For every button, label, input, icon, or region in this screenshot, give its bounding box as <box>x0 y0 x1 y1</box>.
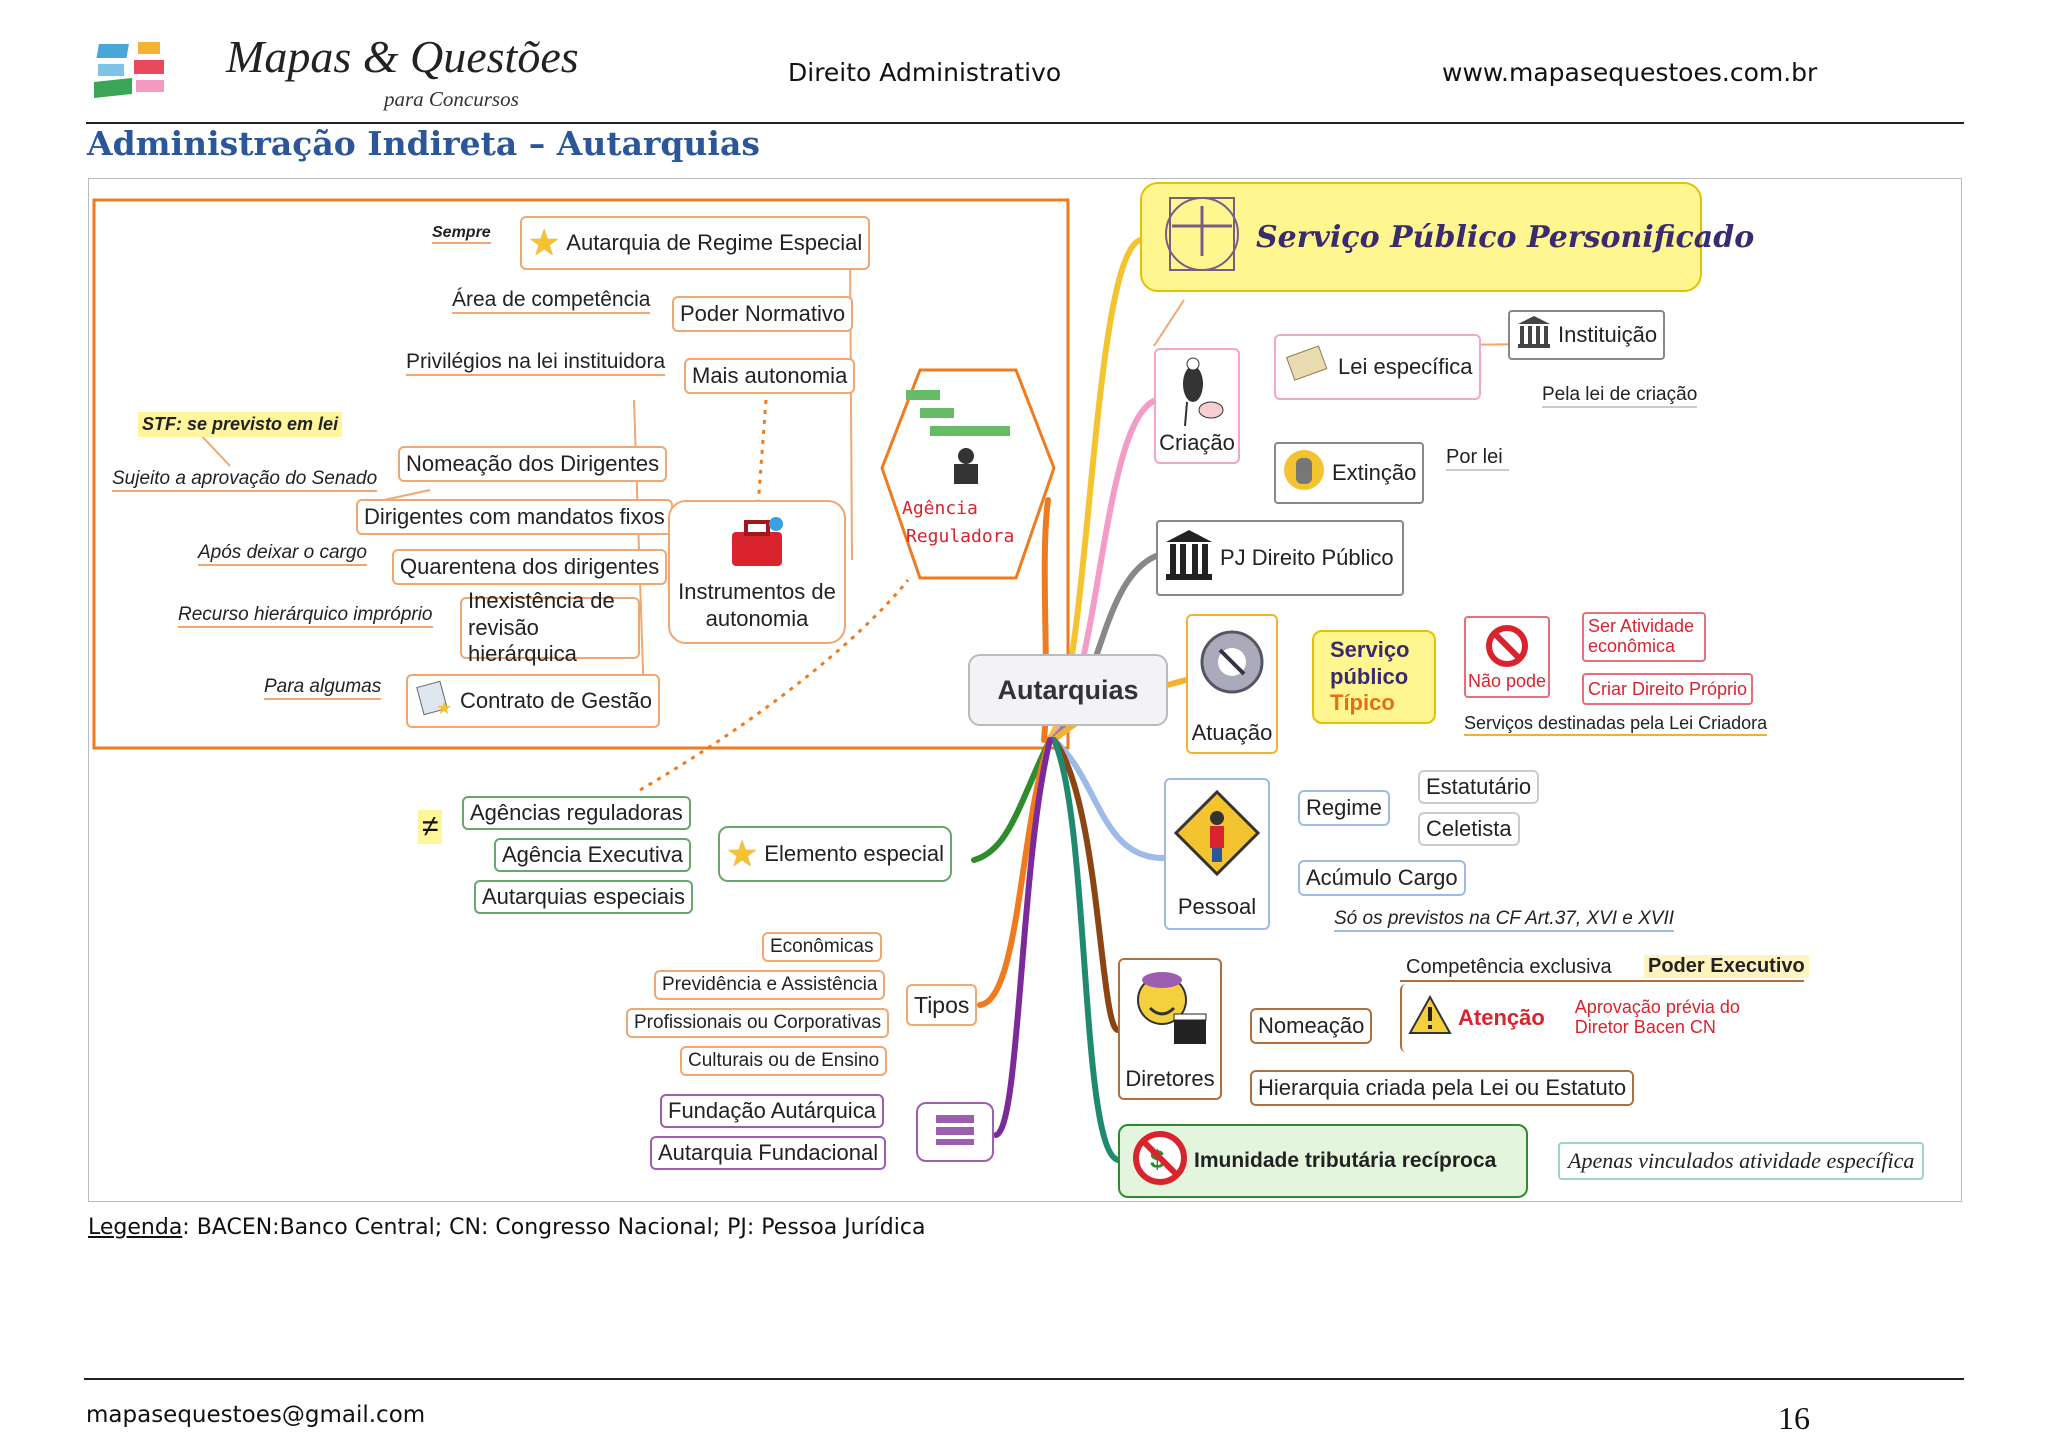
mandatos-fixos-node: Dirigentes com mandatos fixos <box>356 499 673 535</box>
legend-text: : BACEN:Banco Central; CN: Congresso Nac… <box>182 1215 926 1240</box>
imunidade-node: $ Imunidade tributária recíproca <box>1118 1124 1528 1198</box>
extincao-node: Extinção <box>1274 442 1425 504</box>
competencia-underline <box>1400 980 1804 982</box>
sempre-label: Sempre <box>432 224 491 244</box>
instrumentos-autonomia-node: Instrumentos de autonomia <box>668 500 846 644</box>
regime-especial-node: ★ Autarquia de Regime Especial <box>520 216 871 270</box>
page-number: 16 <box>1778 1400 1810 1436</box>
regime-node: Regime <box>1298 790 1390 826</box>
building-icon <box>1516 314 1552 356</box>
lei-especifica-node: Lei específica <box>1274 334 1481 400</box>
pela-lei-label: Pela lei de criação <box>1542 384 1698 408</box>
agencias-reguladoras-node: Agências reguladoras <box>462 796 691 830</box>
page-title: Administração Indireta – Autarquias <box>87 124 760 163</box>
quarentena-node: Quarentena dos dirigentes <box>392 549 668 585</box>
servicos-destinados-label: Serviços destinadas pela Lei Criadora <box>1464 713 1768 736</box>
tipo-culturais: Culturais ou de Ensino <box>680 1046 888 1076</box>
nomeacao-dirigentes-node: Nomeação dos Dirigentes <box>398 446 668 482</box>
recurso-label: Recurso hierárquico impróprio <box>178 604 433 628</box>
gravestone-icon <box>1282 448 1326 498</box>
agencia-reguladora-node: Agência Reguladora <box>880 368 1056 580</box>
gear-figure-icon <box>1196 622 1268 708</box>
footer-email[interactable]: mapasequestoes@gmail.com <box>86 1402 426 1428</box>
por-lei-label: Por lei <box>1446 446 1509 471</box>
equals-icon <box>934 1111 976 1153</box>
tipos-node: Tipos <box>906 984 978 1026</box>
scroll-icon <box>1282 339 1332 395</box>
stork-icon <box>1167 354 1227 434</box>
poder-executivo-label: Poder Executivo <box>1644 955 1809 978</box>
poder-normativo-node: Poder Normativo <box>672 296 854 332</box>
warning-icon <box>1408 994 1452 1041</box>
website-link[interactable]: www.mapasequestoes.com.br <box>1442 58 1818 87</box>
nomeacao-node: Nomeação <box>1250 1008 1373 1044</box>
sujeito-senado-label: Sujeito a aprovação do Senado <box>112 468 378 492</box>
atencao-node: Atenção Aprovação prévia do Diretor Bace… <box>1400 984 1771 1052</box>
toolbox-icon <box>726 512 790 578</box>
fundacao-autarquica-node: Fundação Autárquica <box>660 1094 884 1128</box>
atuacao-node: Atuação <box>1186 614 1278 754</box>
director-smiley-icon <box>1130 966 1210 1056</box>
mais-autonomia-node: Mais autonomia <box>684 358 856 394</box>
contrato-gestao-node: ★ Contrato de Gestão <box>406 674 661 728</box>
apos-deixar-label: Após deixar o cargo <box>198 542 367 566</box>
no-money-icon: $ <box>1132 1130 1188 1192</box>
nao-pode-node: Não pode <box>1464 616 1550 698</box>
autarquias-especiais-node: Autarquias especiais <box>474 880 694 914</box>
logo-subtitle: para Concursos <box>384 87 519 111</box>
agencia-executiva-node: Agência Executiva <box>494 838 691 872</box>
servico-publico-banner: Serviço Público Personificado <box>1140 182 1754 292</box>
elemento-especial-node: ★ Elemento especial <box>718 826 953 882</box>
courthouse-icon <box>1164 528 1214 588</box>
star-icon: ★ <box>528 222 561 263</box>
pessoal-node: Pessoal <box>1164 778 1270 930</box>
ser-atividade-node: Ser Atividade econômica <box>1582 612 1706 662</box>
inexistencia-node: Inexistência de revisão hierárquica <box>460 588 640 666</box>
subject-label: Direito Administrativo <box>788 58 1062 87</box>
agencia-label: Agência <box>902 498 978 519</box>
equal-sign-node <box>916 1102 994 1162</box>
tipo-previdencia: Previdência e Assistência <box>654 970 886 1000</box>
competencia-label: Competência exclusiva <box>1406 956 1612 978</box>
logo-icon <box>94 38 178 110</box>
diretores-node: Diretores <box>1118 958 1222 1100</box>
servico-tipico-node: Serviço público Típico <box>1312 630 1436 724</box>
logo-title: Mapas & Questões <box>226 31 579 82</box>
criacao-node: Criação <box>1154 348 1240 464</box>
prohibited-icon <box>1485 624 1529 673</box>
criar-direito-node: Criar Direito Próprio <box>1582 673 1754 705</box>
worker-sign-icon <box>1172 788 1262 884</box>
celetista-node: Celetista <box>1418 812 1520 846</box>
legend: Legenda: BACEN:Banco Central; CN: Congre… <box>88 1215 925 1240</box>
header-divider <box>86 122 1964 124</box>
autarquia-fundacional-node: Autarquia Fundacional <box>650 1136 887 1170</box>
tipo-economicas: Econômicas <box>762 932 882 962</box>
hierarquia-node: Hierarquia criada pela Lei ou Estatuto <box>1250 1070 1635 1106</box>
estatutario-node: Estatutário <box>1418 770 1540 804</box>
tipo-profissionais: Profissionais ou Corporativas <box>626 1008 890 1038</box>
document-star-icon: ★ <box>414 678 454 724</box>
privilegios-label: Privilégios na lei instituidora <box>406 350 666 376</box>
neq-symbol: ≠ <box>418 810 443 844</box>
legend-title: Legenda <box>88 1215 183 1240</box>
reguladora-label: Reguladora <box>906 526 1015 547</box>
acumulo-cargo-node: Acúmulo Cargo <box>1298 860 1466 896</box>
instituicao-node: Instituição <box>1508 310 1666 360</box>
so-previstos-label: Só os previstos na CF Art.37, XVI e XVII <box>1334 908 1675 932</box>
para-algumas-label: Para algumas <box>264 676 382 700</box>
area-competencia-label: Área de competência <box>452 288 651 314</box>
vitruvian-icon <box>1162 186 1242 288</box>
diagram-frame <box>88 178 1962 1202</box>
footer-divider <box>84 1378 1964 1380</box>
svg-text:★: ★ <box>436 698 452 718</box>
apenas-vinculados-node: Apenas vinculados atividade específica <box>1558 1142 1925 1180</box>
star-icon: ★ <box>726 833 759 874</box>
stf-label: STF: se previsto em lei <box>138 412 343 437</box>
center-node-autarquias: Autarquias <box>968 654 1168 726</box>
pj-direito-publico-node: PJ Direito Público <box>1156 520 1404 596</box>
